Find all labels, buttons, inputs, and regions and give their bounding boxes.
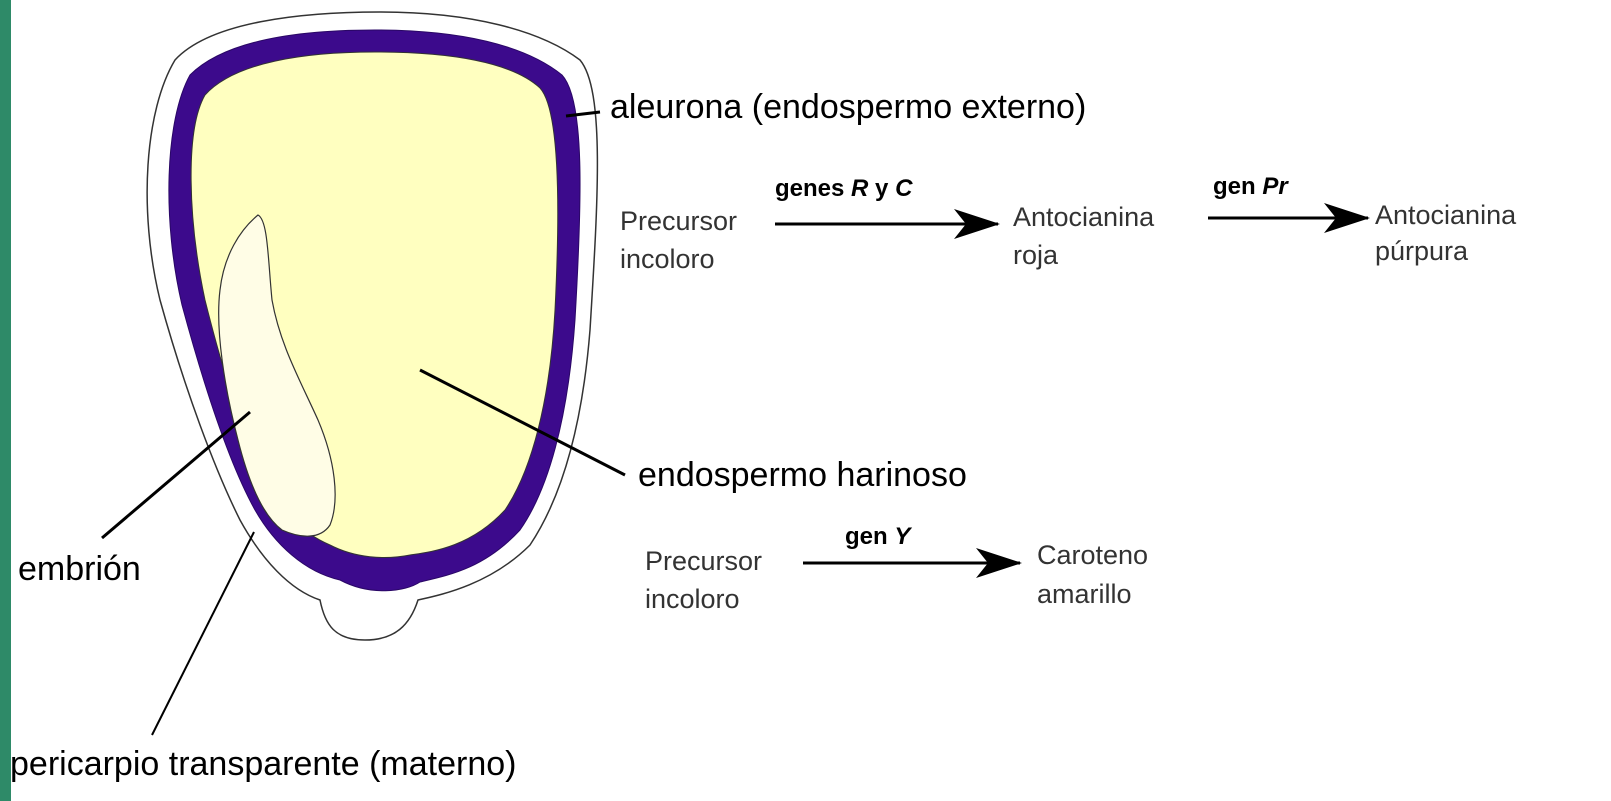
label-embrion: embrión	[18, 550, 141, 588]
label-pericarpio: pericarpio transparente (materno)	[10, 745, 516, 783]
label-endospermo: endospermo harinoso	[638, 456, 967, 494]
carotene-start-line1: Precursor	[645, 546, 762, 576]
anthocyanin-pathway: Precursor incoloro genes R y C Antociani…	[620, 173, 1517, 274]
anthocyanin-end-line2: púrpura	[1375, 236, 1469, 266]
carotene-end-line2: amarillo	[1037, 579, 1132, 609]
anthocyanin-step1-gene-label: genes R y C	[775, 175, 913, 202]
anthocyanin-start-line2: incoloro	[620, 244, 715, 274]
anthocyanin-end-line1: Antocianina	[1375, 200, 1517, 230]
anthocyanin-start-line1: Precursor	[620, 206, 737, 236]
pericarp-leader	[152, 532, 254, 735]
label-aleurona: aleurona (endospermo externo)	[610, 88, 1086, 126]
anthocyanin-step2-gene-label: gen Pr	[1213, 173, 1289, 200]
carotene-end-line1: Caroteno	[1037, 540, 1148, 570]
carotene-gene-label: gen Y	[845, 523, 912, 550]
carotene-pathway: Precursor incoloro gen Y Caroteno amaril…	[645, 523, 1148, 614]
carotene-start-line2: incoloro	[645, 584, 740, 614]
anthocyanin-mid-line1: Antocianina	[1013, 202, 1155, 232]
anthocyanin-mid-line2: roja	[1013, 240, 1059, 270]
